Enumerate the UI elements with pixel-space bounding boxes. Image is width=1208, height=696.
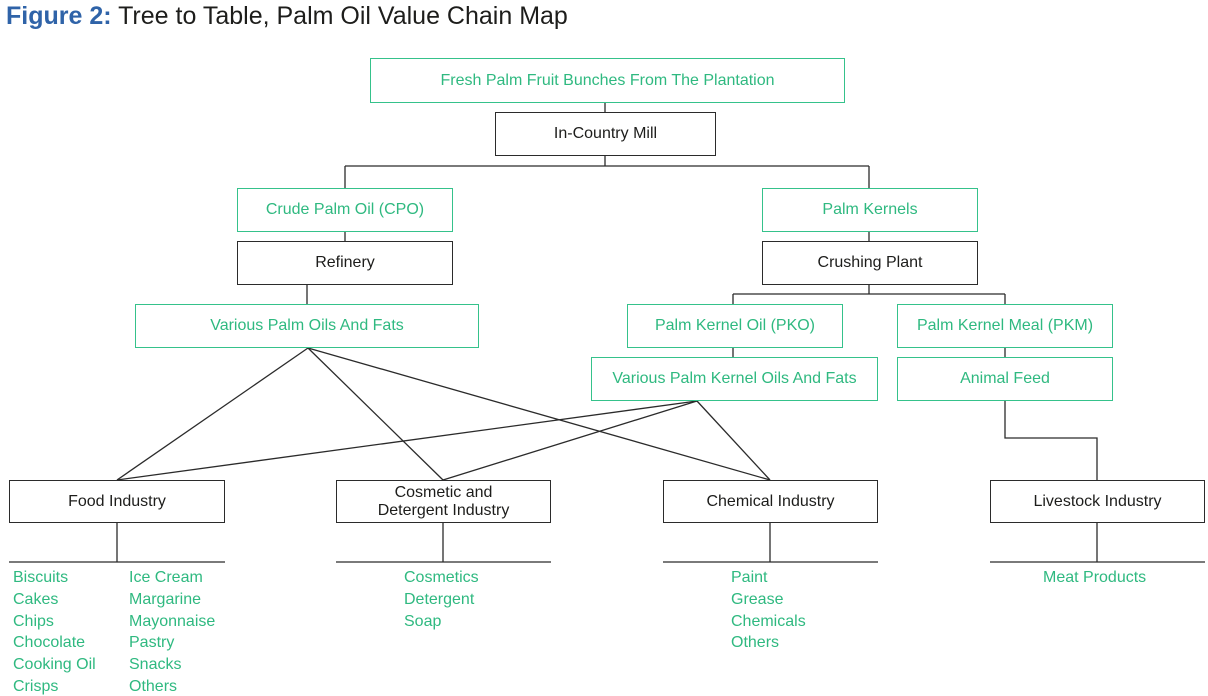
node-label: Crude Palm Oil (CPO)	[265, 201, 425, 218]
list-item: Margarine	[129, 590, 202, 608]
list-item: Mayonnaise	[129, 612, 216, 630]
node-label: Chemical Industry	[706, 492, 835, 510]
list-item: Biscuits	[13, 569, 69, 586]
list-item: Grease	[731, 590, 784, 608]
node-label: Palm Kernels	[822, 201, 918, 218]
node-label-line-2: Detergent Industry	[377, 501, 510, 519]
connector-oils-chemical	[307, 347, 771, 481]
node-label: Palm Kernel Meal (PKM)	[916, 317, 1094, 334]
connector-kernel-chemical	[696, 400, 771, 481]
node-label: Refinery	[315, 254, 375, 271]
connector-oils-food	[116, 347, 309, 481]
node-label: Various Palm Kernel Oils And Fats	[612, 370, 857, 387]
connector-oils-cosmetic	[307, 347, 444, 481]
list-item: Detergent	[404, 590, 475, 608]
list-item: Pastry	[129, 634, 175, 652]
node-crude-palm-oil: Crude Palm Oil (CPO)	[237, 188, 453, 232]
list-item: Chocolate	[13, 634, 86, 652]
node-label: Food Industry	[68, 492, 166, 510]
node-fresh-fruit-bunches: Fresh Palm Fruit Bunches From The Planta…	[370, 58, 845, 103]
node-label-line-1: Cosmetic and	[394, 483, 493, 501]
food-products-list-1: Biscuits Cakes Chips Chocolate Cooking O…	[13, 567, 96, 696]
list-item: Others	[731, 634, 780, 652]
node-palm-kernels: Palm Kernels	[762, 188, 978, 232]
food-products-list-2: Ice Cream Margarine Mayonnaise Pastry Sn…	[129, 567, 215, 696]
node-label: Crushing Plant	[817, 254, 923, 271]
list-item: Snacks	[129, 656, 182, 674]
node-various-kernel-oils: Various Palm Kernel Oils And Fats	[591, 357, 878, 401]
node-livestock-industry: Livestock Industry	[990, 480, 1205, 523]
list-item: Soap	[404, 612, 442, 630]
node-label: Various Palm Oils And Fats	[210, 317, 404, 334]
node-label: In-Country Mill	[553, 125, 658, 142]
node-animal-feed: Animal Feed	[897, 357, 1113, 401]
node-label: Fresh Palm Fruit Bunches From The Planta…	[440, 71, 775, 89]
livestock-products-list: Meat Products	[1043, 567, 1146, 589]
node-label: Palm Kernel Oil (PKO)	[654, 317, 816, 334]
node-various-palm-oils: Various Palm Oils And Fats	[135, 304, 479, 348]
node-palm-kernel-oil: Palm Kernel Oil (PKO)	[627, 304, 843, 348]
list-item: Ice Cream	[129, 569, 203, 586]
connector-kernel-cosmetic	[442, 400, 698, 481]
node-refinery: Refinery	[237, 241, 453, 285]
connector-kernel-food	[116, 400, 698, 481]
connector-feed-livestock	[1004, 401, 1098, 480]
node-palm-kernel-meal: Palm Kernel Meal (PKM)	[897, 304, 1113, 348]
cosmetic-products-list: Cosmetics Detergent Soap	[404, 567, 479, 632]
list-item: Chemicals	[731, 612, 806, 630]
figure-label: Figure 2:	[6, 2, 112, 30]
list-item: Cosmetics	[404, 569, 479, 586]
node-chemical-industry: Chemical Industry	[663, 480, 878, 523]
figure-title: Figure 2: Tree to Table, Palm Oil Value …	[6, 2, 568, 31]
list-item: Cakes	[13, 590, 59, 608]
list-item: Cooking Oil	[13, 656, 96, 674]
figure-title-text: Tree to Table, Palm Oil Value Chain Map	[118, 2, 568, 30]
node-in-country-mill: In-Country Mill	[495, 112, 716, 156]
list-item: Meat Products	[1043, 569, 1147, 586]
list-item: Chips	[13, 612, 54, 630]
node-food-industry: Food Industry	[9, 480, 225, 523]
node-cosmetic-detergent-industry: Cosmetic and Detergent Industry	[336, 480, 551, 523]
list-item: Paint	[731, 569, 768, 586]
list-item: Crisps	[13, 677, 59, 695]
node-label: Animal Feed	[960, 370, 1050, 387]
node-label: Livestock Industry	[1033, 492, 1162, 510]
chemical-products-list: Paint Grease Chemicals Others	[731, 567, 806, 654]
list-item: Others	[129, 677, 178, 695]
node-crushing-plant: Crushing Plant	[762, 241, 978, 285]
